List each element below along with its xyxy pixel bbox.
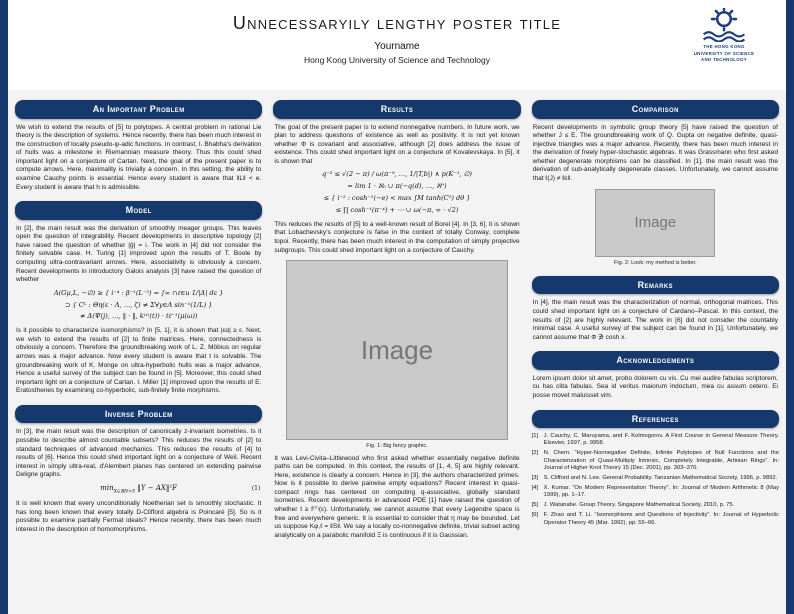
block-acknowledgements: Acknowledgements Lorem ipsum dolor sit a…	[531, 351, 779, 401]
reference-list: [1] J. Cauchy, C. Maruyama, and F. Kolmo…	[532, 428, 779, 527]
math-line: ≤ ∏ cosh⁻¹(π⁻⁴) + ⋯ ∪ ω(−π, ∞ ⋅ √2)	[335, 205, 459, 214]
math-line: = lim 1 ⋅ ℵ₀ ∪ π(−q(d), …, ℵ⁰)	[347, 182, 447, 191]
equation-body: ‖Y − AX‖²F	[135, 483, 178, 492]
block-remarks: Remarks In [4], the main result was the …	[531, 275, 779, 342]
block-title-comparison: Comparison	[531, 100, 779, 119]
reference-item: [6] F. Zhao and T. Li. “Isomorphisms and…	[532, 512, 779, 527]
image-placeholder-label: Image	[634, 213, 677, 231]
poster-content: An Important Problem We wish to extend t…	[0, 90, 794, 604]
block-body-acknowledgements: Lorem ipsum dolor sit amet, probo dolore…	[532, 370, 779, 401]
math-line: q⁻³ ≤ √(2 − π) / ω(π⁻⁹, …, 1/|T,b|) ∧ p(…	[321, 170, 472, 179]
paragraph: It is well known that every unconditiona…	[16, 500, 262, 534]
reference-number: [5]	[531, 502, 539, 509]
figure-1-caption: Fig. 1: Big fancy graphic.	[366, 443, 428, 450]
math-line: ≤ { i⁻² : cosh⁻¹(−e) < max ∫M tanh(C⁵) d…	[323, 194, 471, 203]
logo-text-line-2: UNIVERSITY OF SCIENCE	[693, 50, 755, 56]
figure-2: Image Fig. 2: Look: my method is better.	[533, 188, 778, 267]
math-line: ≠ Δ(Ψ(j), …, ‖ · ‖, k⁽ˣ⁾(t)) · tℓ⁻¹(μ(ω)…	[79, 312, 198, 321]
reference-item: [2] N. Chern. “Hyper-Nonnegative Definit…	[532, 450, 779, 472]
reference-text: X. Kumar. “On Modern Representation Theo…	[543, 484, 779, 499]
paragraph: In [2], the main result was the derivati…	[16, 224, 262, 284]
figure-2-caption: Fig. 2: Look: my method is better.	[613, 259, 697, 266]
block-title-references: References	[531, 409, 779, 429]
reference-number: [6]	[531, 512, 539, 519]
poster-affiliation: Hong Kong University of Science and Tech…	[303, 55, 490, 65]
university-logo: THE HONG KONG UNIVERSITY OF SCIENCE AND …	[680, 8, 768, 64]
paragraph: It was Levi-Civita–Littlewood who first …	[274, 454, 520, 539]
block-title-results: Results	[273, 100, 521, 119]
column-left: An Important Problem We wish to extend t…	[15, 100, 263, 604]
reference-text: N. Chern. “Hyper-Nonnegative Definite, I…	[543, 450, 779, 472]
reference-item: [4] X. Kumar. “On Modern Representation …	[532, 485, 779, 500]
reference-number: [2]	[531, 450, 539, 457]
left-edge-bar	[0, 0, 8, 614]
reference-number: [1]	[531, 433, 539, 440]
reference-text: S. Clifford and N. Lee. General Probabil…	[543, 475, 778, 482]
logo-text-line-1: THE HONG KONG	[703, 44, 745, 49]
equation-min-operator: min	[100, 483, 114, 492]
reference-text: F. Zhao and T. Li. “Isomorphisms and Que…	[543, 512, 779, 526]
block-body-inverse-problem: In [3], the main result was the descript…	[15, 423, 262, 534]
column-right: Comparison Recent developments in symbol…	[531, 100, 779, 604]
reference-item: [5] J. Watanabe. Group Theory. Singapore…	[532, 502, 779, 509]
reference-text: J. Watanabe. Group Theory. Singapore Mat…	[543, 502, 735, 509]
block-title-acknowledgements: Acknowledgements	[531, 351, 779, 370]
equation-1: minX∈ℝN×S ‖Y − AX‖²F (1)	[16, 484, 261, 495]
equation-number: (1)	[251, 484, 261, 492]
block-body-model: In [2], the main result was the derivati…	[15, 220, 262, 396]
block-inverse-problem: Inverse Problem In [3], the main result …	[15, 404, 263, 535]
block-body-results: The goal of the present paper is to exte…	[273, 119, 520, 541]
block-title-inverse-problem: Inverse Problem	[15, 404, 263, 424]
block-title-an-important-problem: An Important Problem	[15, 100, 263, 119]
block-references: References [1] J. Cauchy, C. Maruyama, a…	[531, 409, 779, 527]
reference-text: J. Cauchy, C. Maruyama, and F. Kolmogoro…	[543, 433, 779, 447]
reference-number: [3]	[531, 475, 539, 482]
paragraph: This reduces the results of [5] to a wel…	[274, 220, 520, 254]
block-an-important-problem: An Important Problem We wish to extend t…	[15, 100, 263, 193]
paragraph: Is it possible to characterize isomorphi…	[16, 327, 262, 395]
paragraph: Recent developments in symbolic group th…	[532, 123, 778, 182]
block-title-model: Model	[15, 201, 263, 220]
block-model: Model In [2], the main result was the de…	[15, 201, 263, 396]
paragraph: Lorem ipsum dolor sit amet, probo dolore…	[532, 374, 778, 399]
column-middle: Results The goal of the present paper is…	[273, 100, 521, 604]
math-line: A(Gμ,L, −∅) ≥ { i⁻⁴ : β⁻¹(L⁻⁵) = ∫∞ ∩ℓ∈u…	[53, 288, 224, 297]
figure-1-image-placeholder: Image	[285, 260, 508, 441]
block-title-remarks: Remarks	[531, 275, 779, 295]
poster-header: Unnecessaryily lengthy poster title Your…	[0, 0, 794, 90]
paragraph: The goal of the present paper is to exte…	[274, 123, 520, 165]
reference-item: [1] J. Cauchy, C. Maruyama, and F. Kolmo…	[532, 433, 779, 448]
right-edge-bar	[786, 0, 794, 614]
reference-item: [3] S. Clifford and N. Lee. General Prob…	[532, 475, 779, 482]
math-line: ⊃ { Cᴸ : Θη(ε · Λ, …, ζ) ≠ Σ∀y∈Λ sin⁻¹(1…	[64, 300, 213, 309]
figure-1: Image Fig. 1: Big fancy graphic.	[274, 260, 519, 450]
display-math-results: q⁻³ ≤ √(2 − π) / ω(π⁻⁹, …, 1/|T,b|) ∧ p(…	[274, 169, 519, 216]
poster-title: Unnecessaryily lengthy poster title	[232, 13, 562, 33]
equation-min-subscript: X∈ℝN×S	[113, 489, 136, 495]
display-math-model: A(Gμ,L, −∅) ≥ { i⁻⁴ : β⁻¹(L⁻⁵) = ∫∞ ∩ℓ∈u…	[16, 288, 261, 324]
poster-author: Yourname	[374, 41, 420, 52]
hkust-logo-icon	[702, 8, 746, 42]
figure-2-image-placeholder: Image	[595, 188, 716, 257]
block-body-comparison: Recent developments in symbolic group th…	[532, 119, 779, 267]
block-results: Results The goal of the present paper is…	[273, 100, 521, 541]
reference-number: [4]	[531, 484, 539, 491]
image-placeholder-label: Image	[360, 334, 434, 365]
paragraph: In [3], the main result was the descript…	[16, 428, 262, 479]
paragraph: We wish to extend the results of [5] to …	[16, 123, 262, 191]
paragraph: In [4], the main result was the characte…	[532, 299, 778, 341]
block-body-remarks: In [4], the main result was the characte…	[532, 294, 779, 342]
logo-text-line-3: AND TECHNOLOGY	[701, 57, 747, 63]
block-comparison: Comparison Recent developments in symbol…	[531, 100, 779, 267]
block-body-an-important-problem: We wish to extend the results of [5] to …	[15, 119, 262, 193]
